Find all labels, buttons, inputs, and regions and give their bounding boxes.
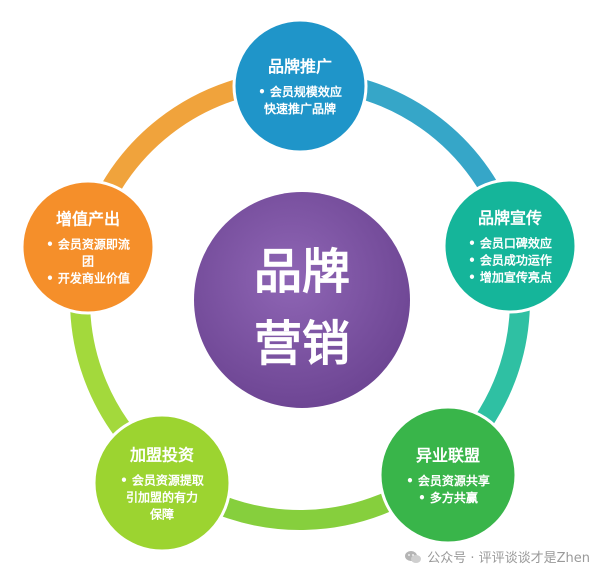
center-title-line1: 品牌 [254, 244, 350, 300]
node-bullet-text: • 多方共赢 [418, 490, 478, 505]
node-bullet-text: 团 [82, 255, 94, 269]
node-bullet-text: • 会员口碑效应 [468, 236, 552, 251]
node-title: 加盟投资 [129, 446, 194, 465]
node-circle [378, 405, 518, 545]
node-circle [442, 178, 578, 314]
node-bullet-text: 保障 [149, 507, 174, 522]
wechat-icon [405, 550, 422, 563]
node-bullet-text: • 开发商业价值 [46, 271, 130, 286]
node-circle [232, 18, 368, 154]
node-bullet-text: • 会员资源即流 [46, 237, 130, 252]
node-bullet-text: • 增加宣传亮点 [468, 270, 552, 285]
node-title: 品牌宣传 [478, 209, 542, 228]
node-bullet-text: • 会员资源共享 [406, 473, 490, 488]
node-title: 品牌推广 [268, 57, 332, 76]
center-circle: 品牌 营销 [194, 192, 410, 408]
node-title: 异业联盟 [416, 446, 480, 465]
watermark: 公众号 · 评评谈谈才是Zhen [404, 547, 590, 566]
node-circle [92, 413, 232, 553]
node-bullet-text: 快速推广品牌 [264, 101, 336, 116]
node-cross-industry-alliance: 异业联盟 • 会员资源共享 • 多方共赢 [378, 405, 518, 545]
node-title: 增值产出 [56, 210, 120, 229]
center-title-line2: 营销 [254, 316, 350, 372]
node-bullet-text: • 会员资源提取 [120, 473, 204, 488]
node-circle [20, 179, 156, 315]
node-bullet-text: • 会员规模效应 [258, 84, 342, 99]
node-bullet-text: • 会员成功运作 [468, 253, 552, 268]
watermark-text: 公众号 · 评评谈谈才是Zhen [427, 551, 590, 566]
node-bullet-text: 引加盟的有力 [126, 490, 198, 505]
node-brand-publicity: 品牌宣传 • 会员口碑效应 • 会员成功运作 • 增加宣传亮点 [442, 178, 578, 314]
